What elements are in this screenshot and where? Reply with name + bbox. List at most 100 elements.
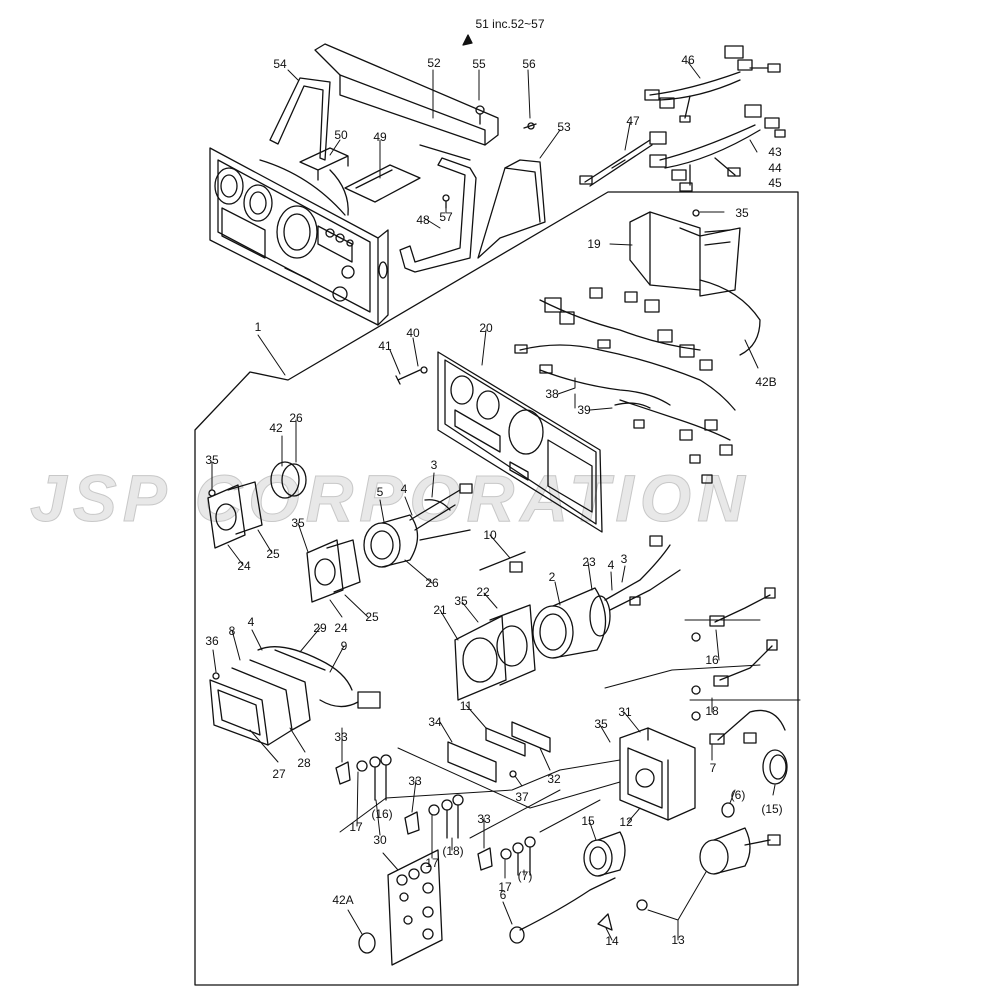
callout-30: 30 bbox=[373, 833, 387, 847]
back-plate-20 bbox=[437, 351, 603, 533]
bezel-24b bbox=[306, 539, 344, 603]
callout-38: 38 bbox=[545, 387, 559, 401]
bracket-54 bbox=[269, 77, 331, 161]
callout-50: 50 bbox=[334, 128, 348, 142]
callout-11: 11 bbox=[459, 699, 473, 713]
callout-35d: 35 bbox=[454, 594, 468, 608]
callout-44: 44 bbox=[768, 161, 782, 175]
label-34 bbox=[447, 741, 497, 783]
callout-7a: 7 bbox=[709, 761, 717, 775]
gasket-11 bbox=[485, 727, 526, 757]
callout-13: 13 bbox=[671, 933, 685, 947]
callout-22: 22 bbox=[476, 585, 490, 599]
callout-35c: 35 bbox=[291, 516, 305, 530]
callout-33a: 33 bbox=[334, 730, 348, 744]
nut-13 bbox=[636, 899, 648, 911]
callout-56: 56 bbox=[522, 57, 536, 71]
callout-3b: 3 bbox=[620, 552, 628, 566]
callout-35a: 35 bbox=[735, 206, 749, 220]
callout-28: 28 bbox=[297, 756, 311, 770]
callout-3a: 3 bbox=[430, 458, 438, 472]
callout-45: 45 bbox=[768, 176, 782, 190]
harness-43-44-45 bbox=[649, 104, 786, 192]
callout-16a: 16 bbox=[705, 653, 719, 667]
callout-46: 46 bbox=[681, 53, 695, 67]
cover-panel bbox=[314, 43, 499, 146]
connector-10 bbox=[479, 551, 526, 571]
cable-6 bbox=[519, 877, 616, 931]
connector-9 bbox=[319, 699, 359, 708]
harness-18 bbox=[691, 709, 786, 745]
callout-35e: 35 bbox=[594, 717, 608, 731]
bezel-21 bbox=[454, 615, 507, 701]
callout-21: 21 bbox=[433, 603, 447, 617]
callout-4a: 4 bbox=[400, 482, 408, 496]
callout-25a: 25 bbox=[266, 547, 280, 561]
ring-15 bbox=[762, 749, 788, 785]
control-box-12 bbox=[619, 727, 696, 821]
callout-49: 49 bbox=[373, 130, 387, 144]
callout-26a: 26 bbox=[289, 411, 303, 425]
watermark: JSP CORPORATION bbox=[30, 461, 751, 536]
heading-arrow bbox=[462, 34, 473, 46]
callout-17c: 17 bbox=[498, 880, 512, 894]
gasket-32 bbox=[511, 721, 551, 753]
callout-9: 9 bbox=[340, 639, 348, 653]
screw-37 bbox=[509, 770, 517, 778]
bezel-24a bbox=[207, 484, 246, 549]
clip-14 bbox=[597, 913, 613, 931]
callout-24a: 24 bbox=[237, 559, 251, 573]
callout-39: 39 bbox=[577, 403, 591, 417]
callout-10: 10 bbox=[483, 528, 497, 542]
controller-19 bbox=[629, 209, 741, 297]
bracket-49 bbox=[344, 164, 421, 203]
callout-29: 29 bbox=[313, 621, 327, 635]
callout-14: 14 bbox=[605, 934, 619, 948]
callout-18b: (18) bbox=[442, 844, 464, 858]
gauge-2 bbox=[532, 587, 611, 659]
callout-42: 42 bbox=[269, 421, 283, 435]
bracket-48 bbox=[399, 157, 477, 273]
washer-40 bbox=[420, 366, 428, 374]
switch-13 bbox=[699, 827, 781, 875]
callout-26b: 26 bbox=[425, 576, 439, 590]
callout-7b: (7) bbox=[517, 869, 533, 883]
switch-panel-30 bbox=[387, 849, 443, 966]
screw-57 bbox=[442, 194, 450, 202]
callout-24b: 24 bbox=[334, 621, 348, 635]
callout-18a: 18 bbox=[705, 704, 719, 718]
callout-34: 34 bbox=[428, 715, 442, 729]
callout-23: 23 bbox=[582, 555, 596, 569]
detail-outline bbox=[194, 191, 799, 986]
callout-15a: 15 bbox=[581, 814, 595, 828]
callout-5: 5 bbox=[376, 485, 384, 499]
callout-54: 54 bbox=[273, 57, 287, 71]
wires-23 bbox=[604, 544, 681, 611]
callout-17b: 17 bbox=[425, 856, 439, 870]
callout-43: 43 bbox=[768, 145, 782, 159]
dash-panel-assembly bbox=[209, 147, 389, 326]
switch-42 bbox=[270, 461, 300, 499]
callout-35b: 35 bbox=[205, 453, 219, 467]
callout-15b: (15) bbox=[761, 802, 783, 816]
callout-32: 32 bbox=[547, 772, 561, 786]
bracket-50 bbox=[299, 147, 349, 181]
bolt-41 bbox=[395, 369, 421, 385]
callout-55: 55 bbox=[472, 57, 486, 71]
leader-lines bbox=[211, 61, 801, 941]
lamp-33c bbox=[477, 847, 493, 871]
harness-46 bbox=[644, 45, 781, 123]
callout-57: 57 bbox=[439, 210, 453, 224]
bezel-25a bbox=[227, 481, 263, 535]
lamp-33b bbox=[404, 811, 420, 835]
callout-6a: 6 bbox=[499, 888, 507, 902]
bezel-25b bbox=[326, 539, 361, 593]
callout-40: 40 bbox=[406, 326, 420, 340]
callout-25b: 25 bbox=[365, 610, 379, 624]
callout-2: 2 bbox=[548, 570, 556, 584]
heading-label: 51 inc.52~57 bbox=[475, 17, 545, 31]
plug-42A bbox=[358, 932, 376, 954]
callout-48: 48 bbox=[416, 213, 430, 227]
buzzer-15 bbox=[583, 831, 626, 877]
